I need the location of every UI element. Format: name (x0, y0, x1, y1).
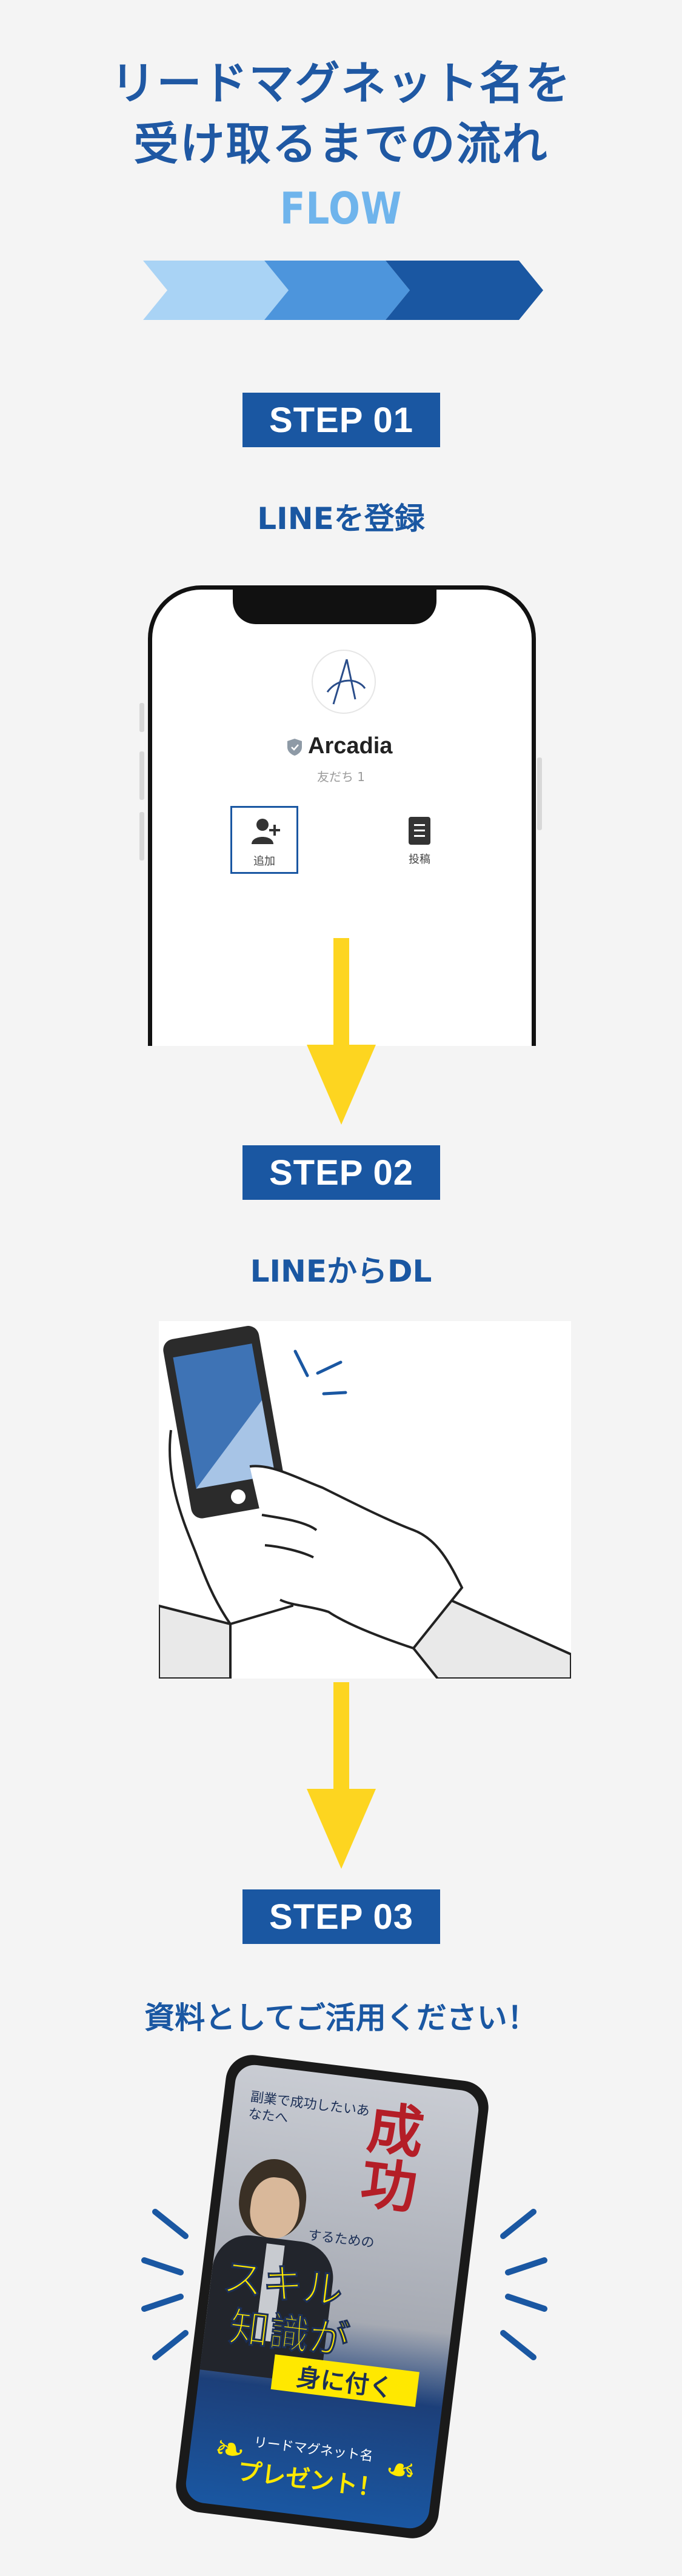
account-name: Arcadia (308, 733, 393, 759)
flow-label: FLOW (279, 183, 403, 234)
add-label: 追加 (253, 855, 275, 868)
cover-top-text: 副業で成功したいあなたへ (247, 2089, 371, 2126)
page-title-line1: リードマグネット名を (110, 58, 572, 110)
ebook-phone-mockup: 副業で成功したいあなたへ 成功 するための スキル 知識が 身に付く リードマグ… (173, 2052, 492, 2541)
cover-big-red-text: 成功 (349, 2096, 427, 2215)
step-01-description: LINEを登録 (257, 501, 425, 536)
posts-button[interactable]: 投稿 (383, 810, 456, 873)
step-02-label: STEP 02 (242, 1145, 440, 1200)
chevron-3 (386, 261, 543, 320)
laurel-left-icon: ❧ (212, 2426, 248, 2473)
hand-holding-phone-illustration (159, 1321, 571, 1679)
progress-chevrons (143, 261, 543, 320)
left-sparkle-lines (141, 2209, 189, 2360)
friends-count: 友だち 1 (316, 770, 366, 784)
page-title: リードマグネット名を 受け取るまでの流れ (0, 53, 682, 175)
page-title-line2: 受け取るまでの流れ (133, 118, 549, 170)
step-03-label: STEP 03 (242, 1889, 440, 1944)
add-friend-button[interactable]: 追加 (230, 806, 298, 874)
chevron-2 (264, 261, 410, 320)
verified-shield-icon (287, 739, 302, 756)
posts-label: 投稿 (409, 853, 430, 866)
laurel-right-icon: ❧ (383, 2448, 419, 2494)
add-user-icon (252, 819, 280, 844)
arcadia-logo-icon (312, 650, 376, 714)
phone-notch (233, 585, 436, 624)
phone-side-button (139, 812, 144, 860)
phone-side-button (139, 751, 144, 800)
step-02-description: LINEからDL (250, 1254, 432, 1289)
down-arrow-icon (307, 938, 376, 1125)
phone-side-button (537, 757, 542, 830)
posts-icon (409, 817, 430, 845)
step-03-description: 資料としてご活用ください！ (144, 2000, 538, 2035)
step-01-label: STEP 01 (242, 393, 440, 447)
phone-side-button (139, 703, 144, 732)
chevron-1 (143, 261, 289, 320)
right-sparkle-lines (500, 2209, 547, 2360)
down-arrow-icon (307, 1682, 376, 1869)
